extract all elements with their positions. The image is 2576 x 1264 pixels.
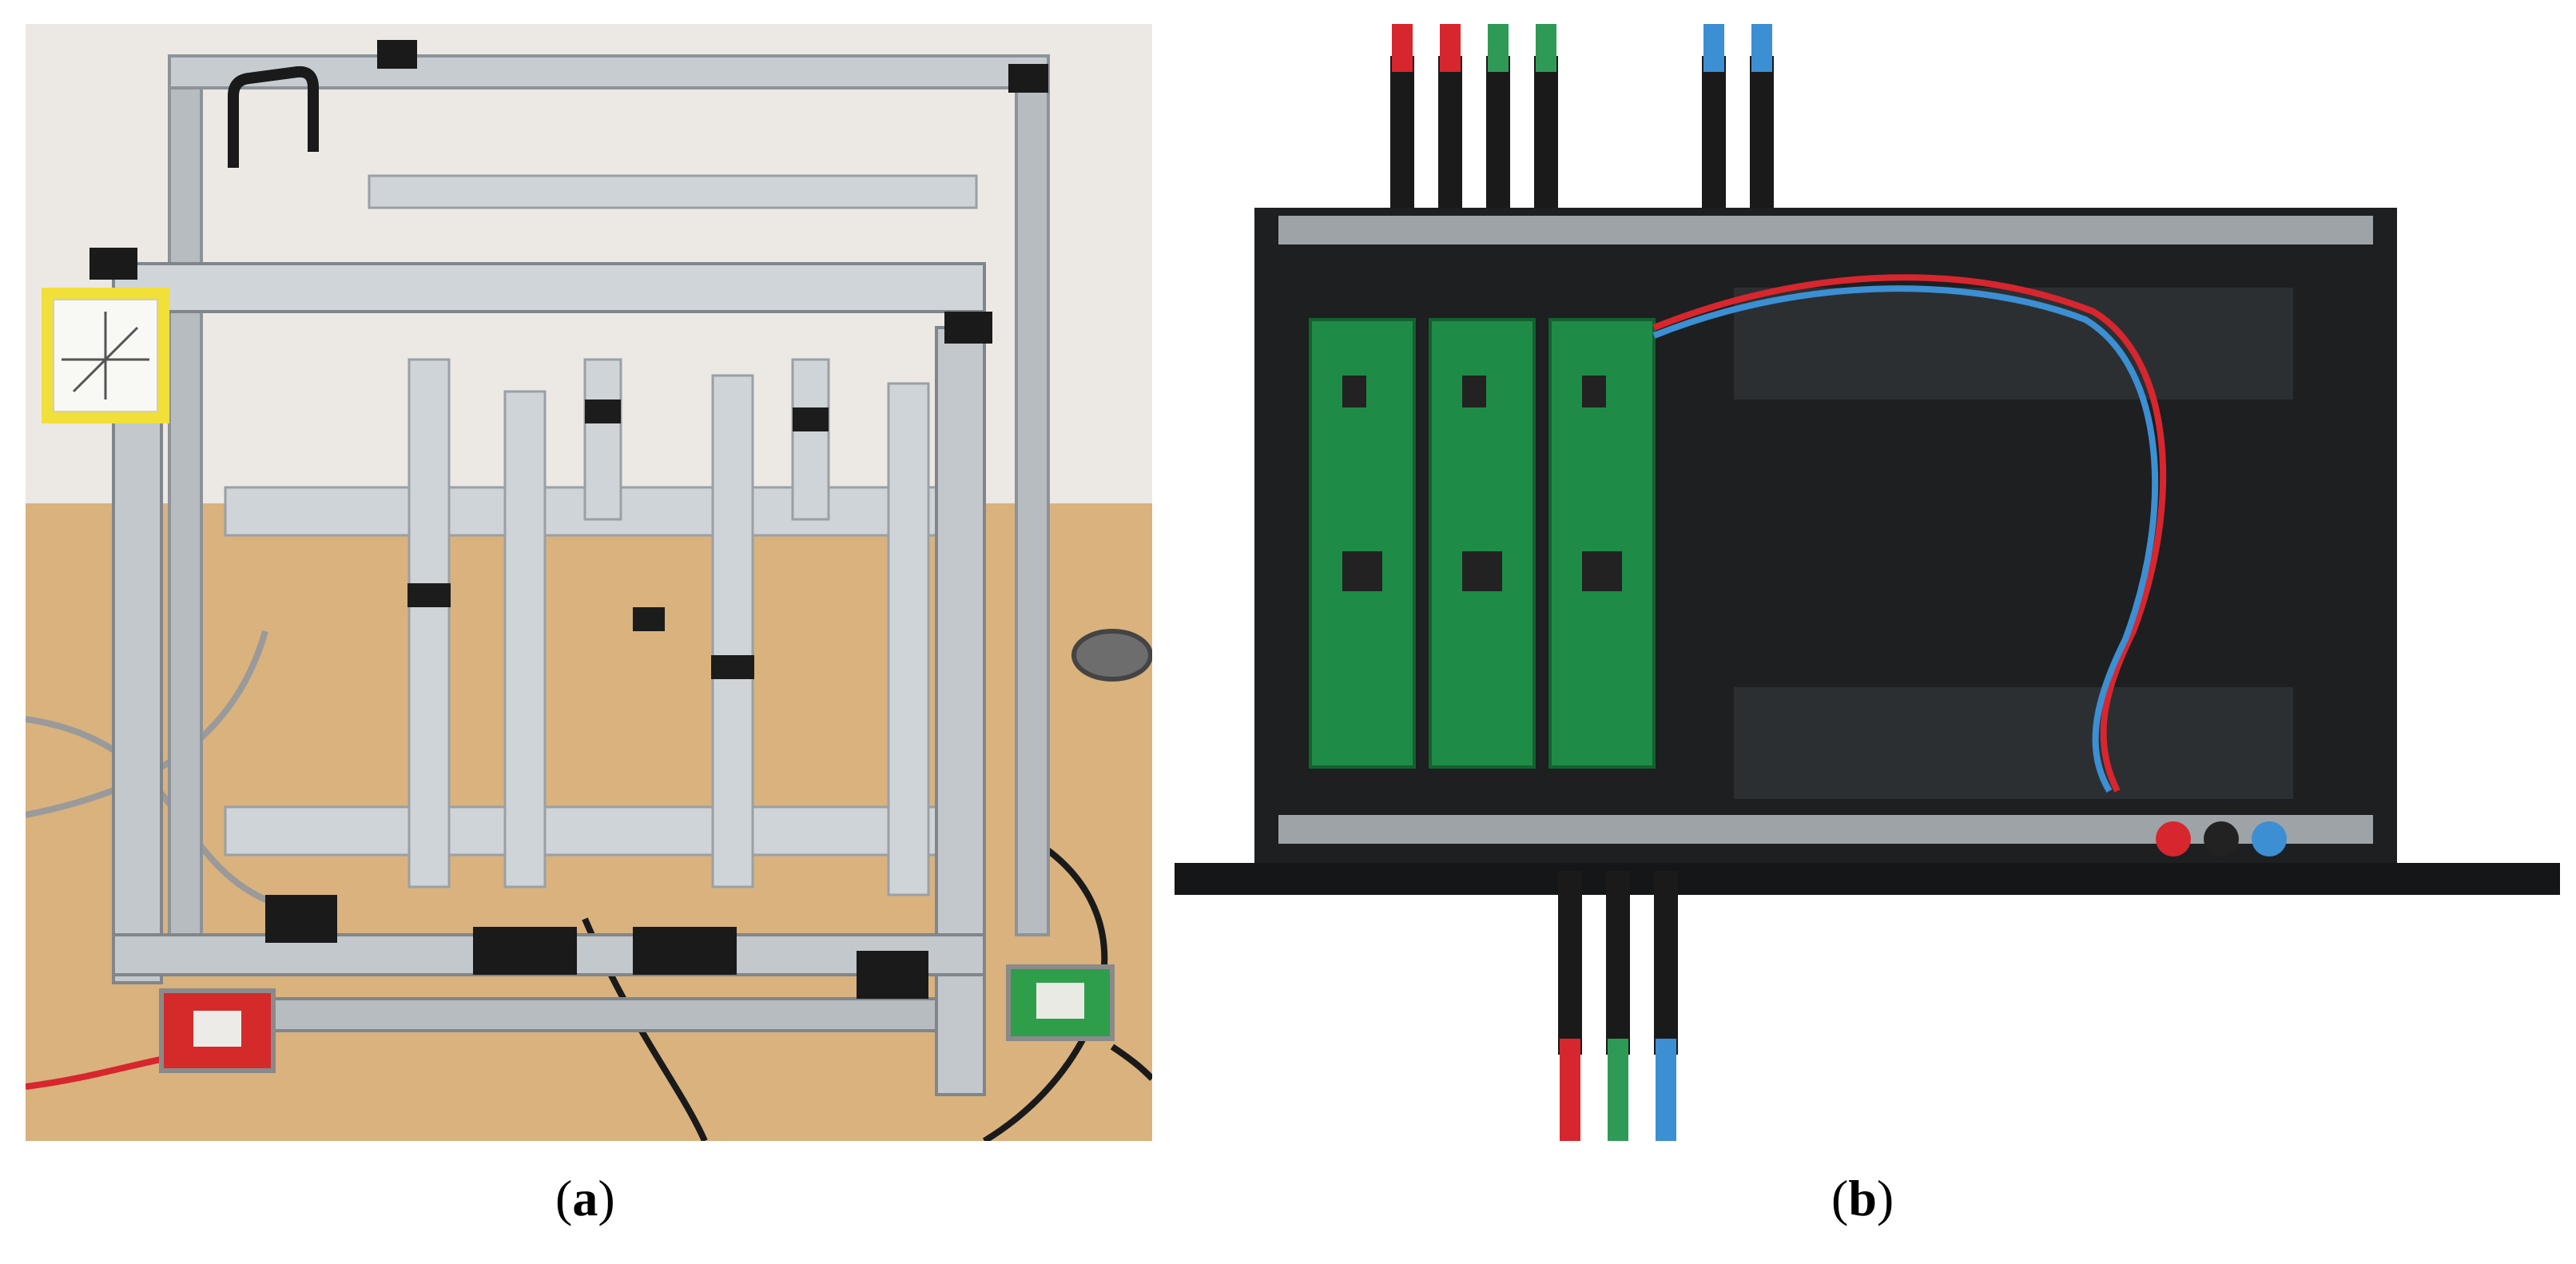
base-feet [265, 895, 928, 999]
green-sensor-box [1006, 964, 1115, 1041]
desk-cable [1110, 1043, 1152, 1081]
inner-cage [224, 174, 978, 896]
enclosure-illustration [1175, 24, 2560, 1141]
caption-b: (b) [1831, 1173, 1894, 1224]
pcb-boards [1309, 318, 1656, 769]
frame-corner-caps [89, 40, 1048, 344]
top-bnc-cables [1390, 24, 1774, 224]
twisted-cable [1652, 274, 2167, 793]
caption-a-letter: a [572, 1170, 598, 1226]
front-flange [1175, 863, 2560, 895]
red-sensor-box [159, 988, 276, 1073]
axis-label-tape [42, 288, 169, 423]
desk-grommet [1071, 629, 1152, 682]
caption-b-close: ) [1876, 1170, 1894, 1226]
banana-jacks [2156, 821, 2287, 857]
cage-clamps [407, 399, 829, 679]
caption-b-letter: b [1848, 1170, 1877, 1226]
twisted-cable [1652, 285, 2159, 793]
bottom-bnc-cables [1558, 871, 1678, 1141]
caption-a: (a) [555, 1173, 615, 1224]
back-frame [168, 54, 1050, 936]
caption-b-open: ( [1831, 1170, 1849, 1226]
caption-a-close: ) [598, 1170, 615, 1226]
photo-panel-b [1175, 24, 2560, 1141]
handle [228, 66, 319, 168]
photo-panel-a [26, 24, 1152, 1141]
coil-rig-illustration [26, 24, 1152, 1141]
vent-slots [1734, 288, 2293, 799]
caption-a-open: ( [555, 1170, 573, 1226]
rail-top [1278, 216, 2373, 244]
